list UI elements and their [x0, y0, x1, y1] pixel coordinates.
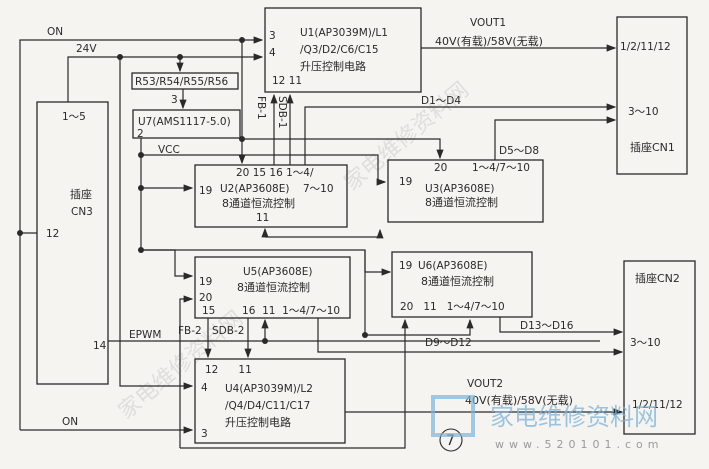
site-url: www.520101.com: [495, 438, 663, 451]
signal-vcc: VCC: [158, 144, 180, 156]
u3-function: 8通道恒流控制: [425, 195, 498, 209]
u1-pins-bottom: 12 11: [272, 75, 302, 87]
signal-vout2-spec: 40V(有载)/58V(无载): [465, 393, 573, 407]
u5-pin19: 19: [199, 276, 212, 288]
u1-function: 升压控制电路: [300, 59, 366, 73]
u2-pins-top: 20 15 16 1～4/: [236, 167, 314, 179]
cn2-connector: [623, 260, 696, 435]
u2-pins-right: 7～10: [303, 183, 334, 195]
u4-parts: /Q4/D4/C11/C17: [225, 400, 310, 412]
cn3-pin14: 14: [93, 340, 107, 352]
cn3-connector: [36, 101, 109, 385]
u4-function: 升压控制电路: [225, 415, 291, 429]
cn3-name2: CN3: [71, 206, 93, 218]
u3-pins-out: 1～4/7～10: [472, 162, 530, 174]
u2-function: 8通道恒流控制: [222, 196, 295, 210]
figure-number-circle: [439, 428, 463, 452]
u3-pin20: 20: [434, 162, 447, 174]
cn1-name: 插座CN1: [630, 140, 675, 154]
cn1-pins-led: 3～10: [628, 106, 659, 118]
u4-pins-top: 12 11: [205, 364, 252, 376]
wires: [19, 36, 624, 449]
u1-title: U1(AP3039M)/L1: [300, 27, 388, 39]
u1-boost-block: [264, 7, 422, 93]
u2-driver-block: [194, 164, 348, 228]
cn3-name: 插座: [70, 187, 92, 201]
u6-driver-block: [391, 251, 533, 318]
u6-function: 8通道恒流控制: [421, 274, 494, 288]
u2-pin19: 19: [199, 185, 212, 197]
signal-d9-d12: D9～D12: [425, 337, 472, 349]
signal-vout1-spec: 40V(有载)/58V(无载): [435, 34, 543, 48]
u3-pin19: 19: [399, 176, 412, 188]
u4-pin3: 3: [201, 428, 208, 440]
u6-pins-bottom: 20 11 1～4/7～10: [400, 301, 505, 313]
u5-driver-block: [194, 256, 351, 319]
u3-driver-block: [387, 159, 544, 223]
signal-d5-d8: D5～D8: [499, 145, 539, 157]
cn1-connector: [616, 16, 688, 175]
signal-sdb1: SDB-1: [276, 96, 288, 128]
resistors-block: [131, 72, 239, 90]
signal-on-top: ON: [47, 26, 63, 38]
u4-title: U4(AP3039M)/L2: [225, 383, 313, 395]
signal-24v: 24V: [76, 43, 97, 55]
signal-d13-d16: D13～D16: [520, 320, 574, 332]
site-logo-text: 家电维修资料网: [490, 403, 658, 431]
u3-title: U3(AP3608E): [425, 183, 494, 195]
signal-vout2: VOUT2: [467, 378, 503, 390]
u2-title: U2(AP3608E): [220, 183, 289, 195]
signal-fb2: FB-2: [178, 325, 202, 337]
cn3-pins-top: 1～5: [62, 111, 86, 123]
u1-parts: /Q3/D2/C6/C15: [300, 44, 379, 56]
u6-pin19: 19: [399, 260, 412, 272]
u7-label: U7(AMS1117-5.0): [138, 116, 231, 128]
watermark: 家电维修资料网 家电维修资料网: [114, 78, 474, 425]
u7-regulator-block: [132, 109, 241, 139]
signal-sdb2: SDB-2: [212, 325, 244, 337]
signal-vout1: VOUT1: [470, 17, 506, 29]
site-logo-icon: [431, 395, 475, 437]
junctions: [17, 37, 368, 344]
signal-epwm: EPWM: [129, 329, 161, 341]
cn2-pins-led: 3～10: [630, 337, 661, 349]
u4-pin4: 4: [201, 382, 208, 394]
u6-title: U6(AP3608E): [418, 260, 487, 272]
signal-fb1: FB-1: [255, 96, 267, 120]
u5-pins-bottom: 15 16 11 1～4/7～10: [202, 305, 340, 317]
resistors-label: R53/R54/R55/R56: [135, 76, 229, 88]
u1-pin4: 4: [269, 47, 276, 59]
cn3-pin12: 12: [46, 228, 59, 240]
u1-pin3: 3: [269, 30, 276, 42]
u5-title: U5(AP3608E): [243, 266, 312, 278]
u2-pin11: 11: [256, 212, 269, 224]
u7-pin2: 2: [137, 128, 144, 140]
signal-d1-d4: D1～D4: [421, 95, 461, 107]
u7-pin3: 3: [171, 94, 178, 106]
u5-function: 8通道恒流控制: [237, 280, 310, 294]
cn1-pins-vout: 1/2/11/12: [620, 41, 671, 53]
u4-boost-block: [194, 358, 346, 444]
u5-pin20: 20: [199, 292, 212, 304]
signal-on-bottom: ON: [62, 416, 78, 428]
cn2-pins-vout: 1/2/11/12: [632, 399, 683, 411]
cn2-name: 插座CN2: [635, 271, 680, 285]
figure-number: 7: [446, 433, 455, 449]
